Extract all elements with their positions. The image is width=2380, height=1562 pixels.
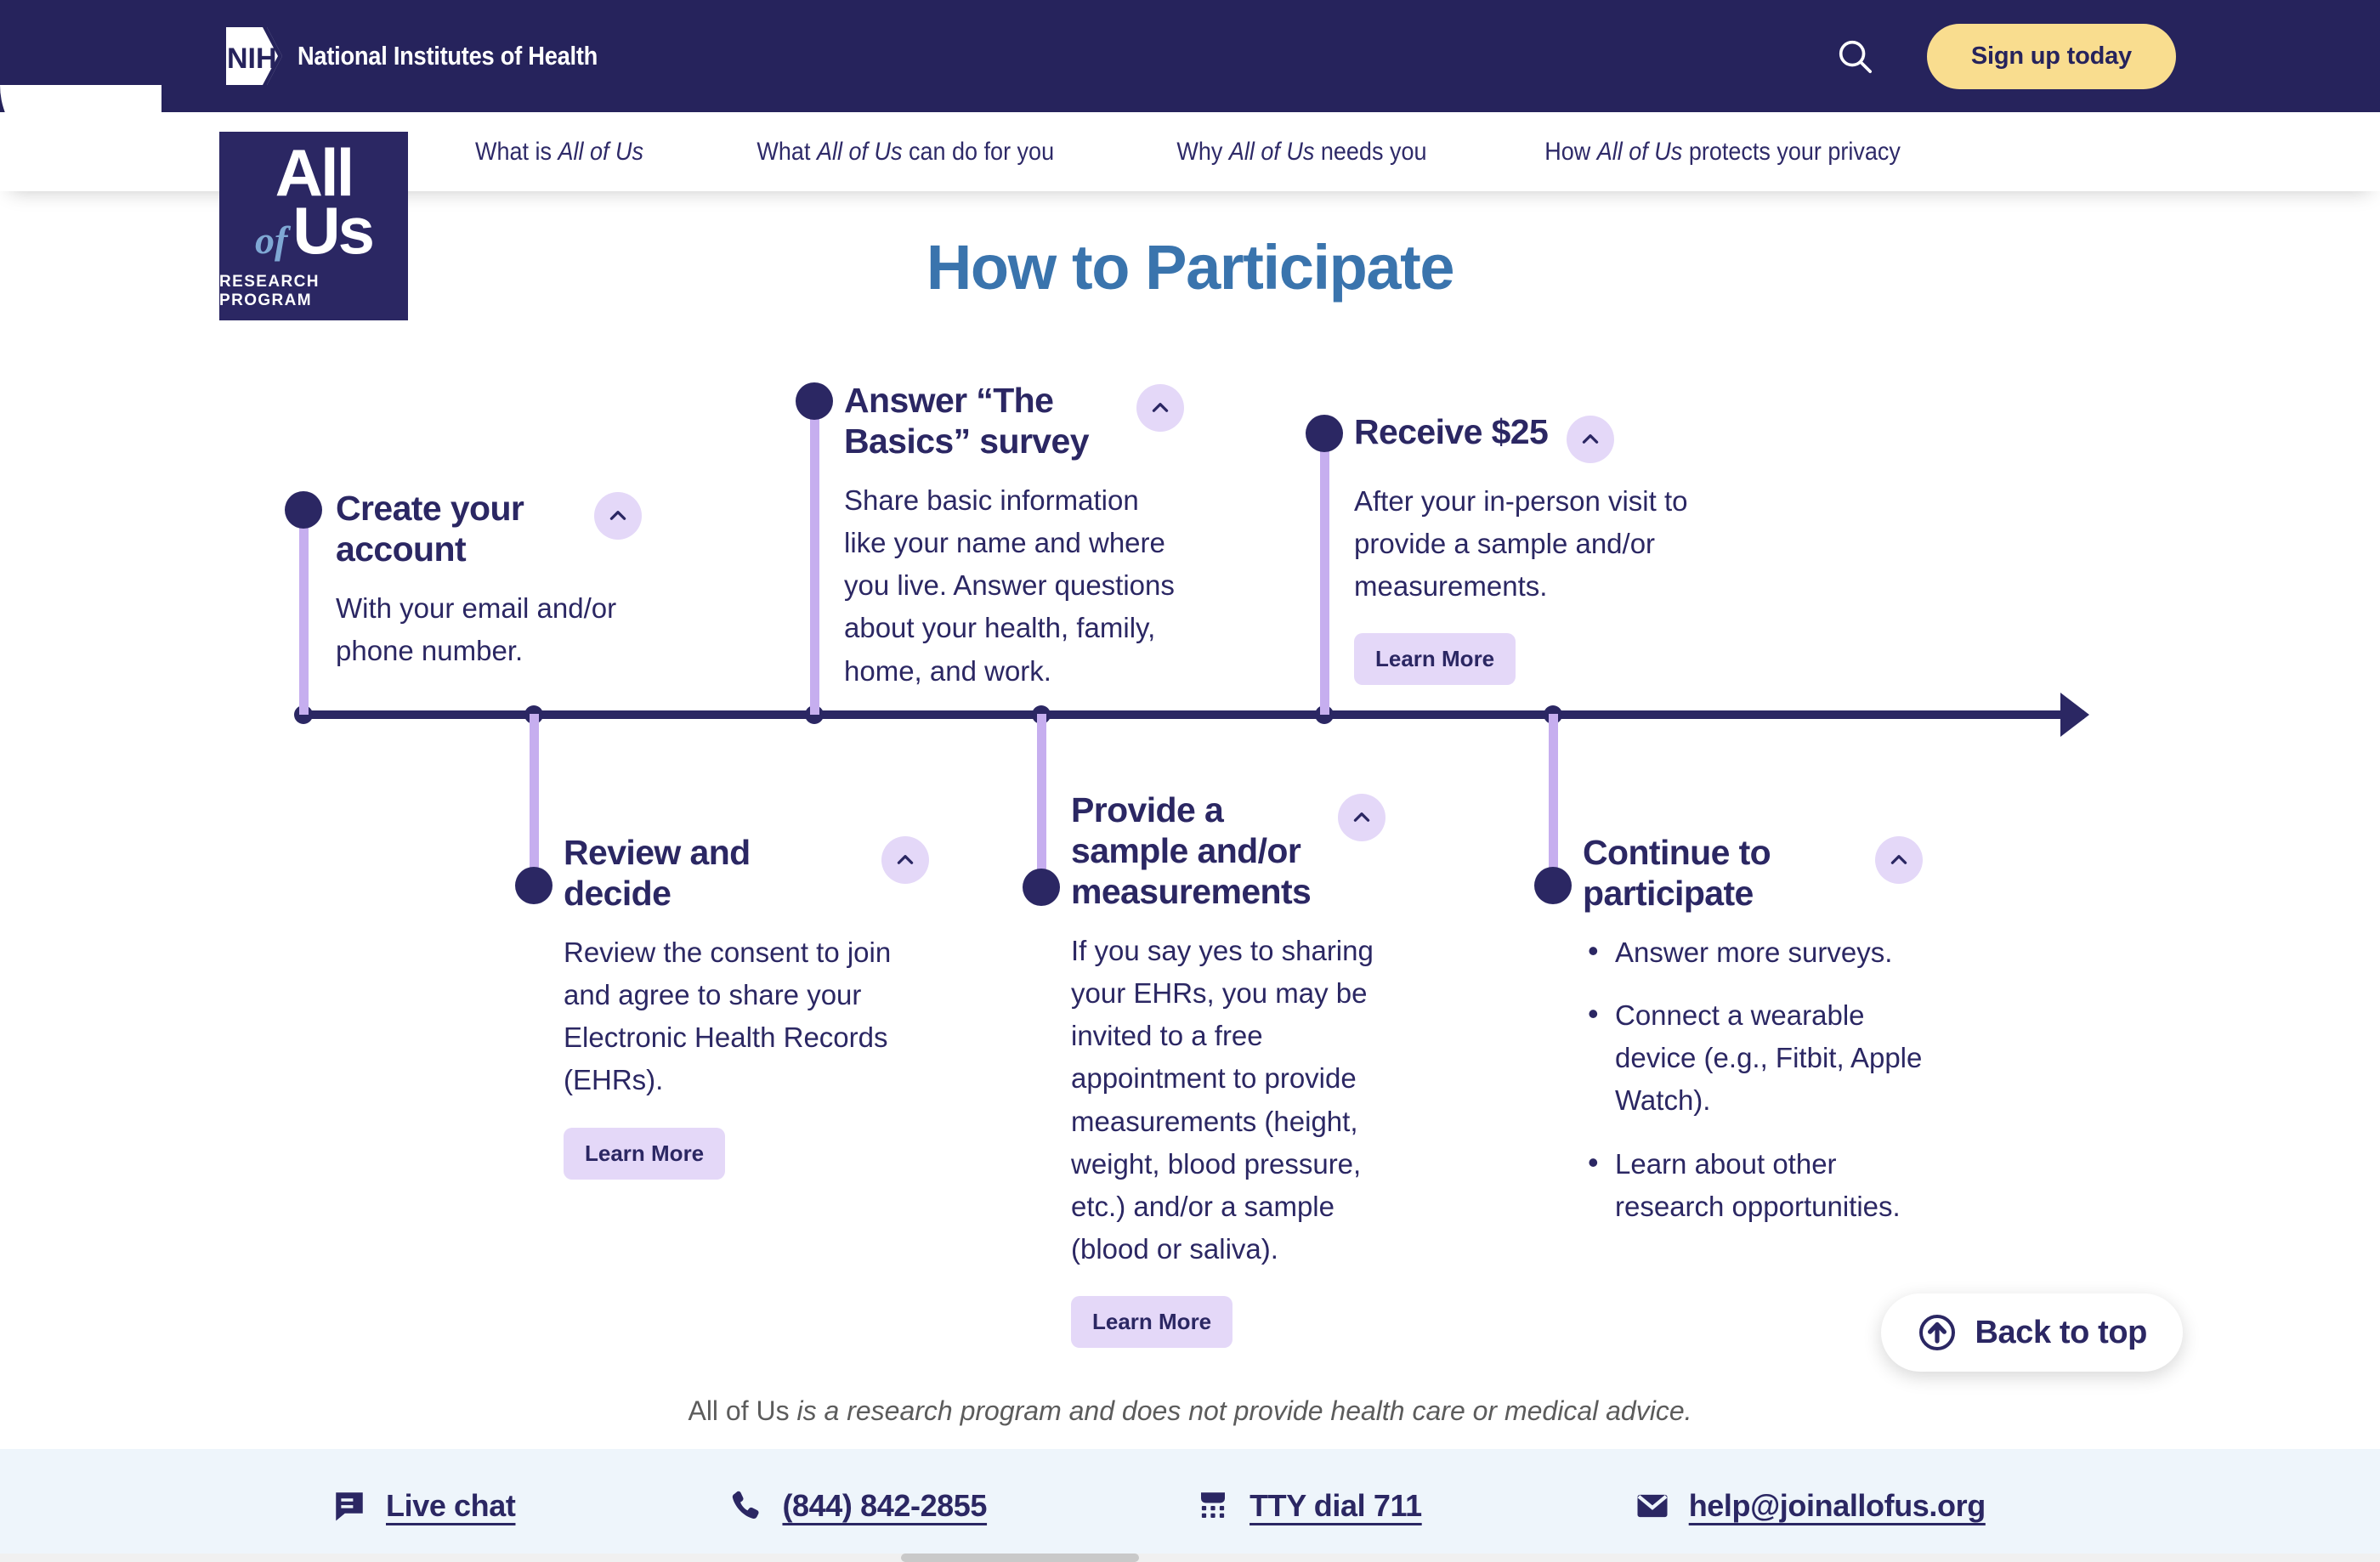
envelope-icon — [1637, 1494, 1668, 1517]
card-body: Review the consent to join and agree to … — [564, 936, 892, 1096]
card-title: Continue to participate — [1583, 833, 1771, 913]
timeline-head-dot — [796, 382, 833, 420]
timeline-head-dot — [1306, 415, 1343, 452]
timeline-head-dot — [1023, 869, 1060, 906]
nav-text-pre: Why — [1176, 137, 1229, 166]
footer-tty-label: TTY dial 711 — [1250, 1487, 1422, 1523]
timeline-stem — [1549, 714, 1558, 886]
timeline-head-dot — [1534, 867, 1572, 904]
timeline-card-answer-basics: Answer “The Basics” survey Share basic i… — [844, 381, 1184, 693]
card-body: If you say yes to sharing your EHRs, you… — [1071, 934, 1374, 1265]
timeline-head-dot — [285, 491, 322, 529]
logo-subtitle: RESEARCH PROGRAM — [219, 272, 320, 309]
nav-text-em: All of Us — [558, 137, 644, 166]
logo-us-text: Us — [292, 192, 375, 268]
nav-text-pre: How — [1544, 137, 1598, 166]
disclaimer-brand: All of Us — [688, 1395, 790, 1426]
logo-of-text: of — [254, 218, 288, 262]
card-title: Create your account — [336, 489, 524, 569]
card-body: After your in-person visit to provide a … — [1354, 485, 1688, 603]
logo-all-text: All — [275, 135, 355, 211]
list-item: Learn about other research opportunities… — [1583, 1141, 1923, 1228]
nav-item-what-is[interactable]: What is All of Us — [475, 138, 643, 167]
chevron-up-icon[interactable] — [881, 836, 929, 884]
nav-text-em: All of Us — [1597, 137, 1683, 166]
list-item: Connect a wearable device (e.g., Fitbit,… — [1583, 993, 1923, 1122]
card-body: With your email and/or phone number. — [336, 591, 617, 667]
card-title: Answer “The Basics” survey — [844, 381, 1090, 461]
back-to-top-button[interactable]: Back to top — [1881, 1293, 2183, 1372]
nav-text-post: can do for you — [902, 137, 1055, 166]
chevron-up-icon[interactable] — [594, 492, 642, 540]
timeline-stem — [299, 508, 309, 715]
footer-phone[interactable]: (844) 842-2855 — [728, 1488, 987, 1524]
nav-item-how-protects-privacy[interactable]: How All of Us protects your privacy — [1545, 138, 1901, 167]
footer-phone-label: (844) 842-2855 — [782, 1487, 988, 1523]
card-title: Review and decide — [564, 833, 751, 913]
timeline-card-provide-sample: Provide a sample and/or measurements If … — [1071, 790, 1386, 1349]
chevron-up-icon[interactable] — [1136, 384, 1184, 432]
timeline-card-continue-participate: Continue to participate Answer more surv… — [1583, 833, 1923, 1248]
timeline-stem — [1320, 432, 1329, 715]
nih-mark-icon: NIH — [219, 25, 286, 87]
nih-title: National Institutes of Health — [298, 41, 598, 71]
nav-text-post: protects your privacy — [1682, 137, 1901, 166]
nav-item-what-can-do[interactable]: What All of Us can do for you — [756, 138, 1054, 167]
timeline-stem — [810, 399, 819, 715]
search-icon[interactable] — [1833, 35, 1876, 77]
footer-live-chat[interactable]: Live chat — [332, 1487, 516, 1524]
sign-up-today-button[interactable]: Sign up today — [1926, 23, 2176, 89]
chevron-up-icon[interactable] — [1567, 416, 1615, 463]
svg-text:NIH: NIH — [227, 42, 277, 75]
footer-email[interactable]: help@joinallofus.org — [1635, 1488, 1986, 1524]
back-to-top-label: Back to top — [1975, 1314, 2147, 1350]
nav-text-post: needs you — [1313, 137, 1427, 166]
timeline-head-dot — [515, 867, 552, 904]
nav-text-em: All of Us — [817, 137, 903, 166]
chevron-up-icon[interactable] — [1875, 836, 1923, 884]
nih-top-bar: NIH National Institutes of Health Sign u… — [0, 0, 2380, 112]
nav-item-why-needs-you[interactable]: Why All of Us needs you — [1176, 138, 1426, 167]
footer-live-chat-label: Live chat — [386, 1487, 516, 1523]
tty-icon — [1201, 1491, 1226, 1518]
timeline-stem — [530, 714, 539, 886]
nav-text-pre: What is — [475, 137, 558, 166]
phone-icon — [733, 1491, 759, 1519]
timeline-card-receive-25: Receive $25 After your in-person visit t… — [1354, 412, 1690, 686]
footer-tty[interactable]: TTY dial 711 — [1195, 1488, 1422, 1524]
list-item: Answer more surveys. — [1583, 930, 1923, 974]
learn-more-button[interactable]: Learn More — [1071, 1296, 1233, 1349]
card-body: Share basic information like your name a… — [844, 484, 1175, 687]
learn-more-button[interactable]: Learn More — [564, 1127, 726, 1180]
disclaimer-text: is a research program and does not provi… — [789, 1395, 1692, 1426]
card-title: Receive $25 — [1354, 412, 1549, 451]
timeline-axis — [299, 710, 2084, 719]
page-title: How to Participate — [926, 232, 1455, 303]
main-navigation: What is All of Us What All of Us can do … — [0, 112, 2380, 191]
timeline-arrow-icon — [2060, 693, 2089, 737]
card-title: Provide a sample and/or measurements — [1071, 790, 1312, 911]
contact-footer: Live chat (844) 842-2855 TTY dial 711 he… — [0, 1449, 2380, 1562]
horizontal-scrollbar-thumb[interactable] — [901, 1554, 1139, 1562]
nav-text-em: All of Us — [1228, 137, 1314, 166]
nav-text-pre: What — [756, 137, 818, 166]
chevron-up-icon[interactable] — [1338, 794, 1386, 841]
nih-logo[interactable]: NIH National Institutes of Health — [219, 25, 638, 87]
timeline-stem — [1037, 714, 1046, 888]
footer-email-label: help@joinallofus.org — [1688, 1487, 1986, 1523]
all-of-us-logo[interactable]: All of Us RESEARCH PROGRAM — [219, 132, 408, 320]
card-bullet-list: Answer more surveys. Connect a wearable … — [1583, 930, 1923, 1228]
timeline-card-create-account: Create your account With your email and/… — [336, 489, 642, 672]
learn-more-button[interactable]: Learn More — [1354, 633, 1516, 686]
timeline-card-review-decide: Review and decide Review the consent to … — [564, 833, 929, 1180]
program-disclaimer: All of Us is a research program and does… — [0, 1395, 2380, 1427]
arrow-up-circle-icon — [1919, 1315, 1956, 1350]
chat-bubble-icon — [336, 1491, 363, 1520]
horizontal-scrollbar-track[interactable] — [0, 1554, 2380, 1562]
